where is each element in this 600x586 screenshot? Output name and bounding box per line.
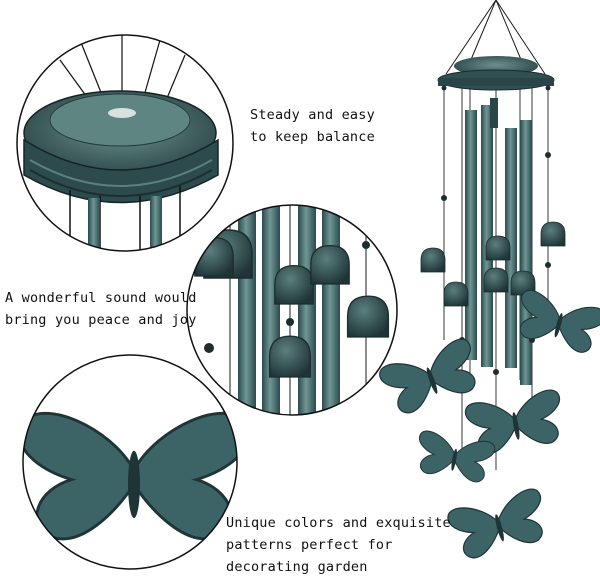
caption-line: A wonderful sound would [5,290,197,306]
caption-balance: Steady and easy to keep balance [250,104,375,148]
detail-circle-bottom [22,354,238,570]
caption-line: Unique colors and exquisite [226,515,451,531]
caption-line: patterns perfect for [226,537,393,553]
detail-circle-middle [186,204,398,416]
caption-line: decorating garden [226,559,368,575]
caption-sound: A wonderful sound would bring you peace … [5,287,197,331]
detail-circle-top [16,34,234,252]
caption-line: to keep balance [250,129,375,145]
caption-line: Steady and easy [250,107,375,123]
caption-patterns: Unique colors and exquisite patterns per… [226,512,451,578]
wind-chime-full [376,0,600,563]
caption-line: bring you peace and joy [5,312,197,328]
